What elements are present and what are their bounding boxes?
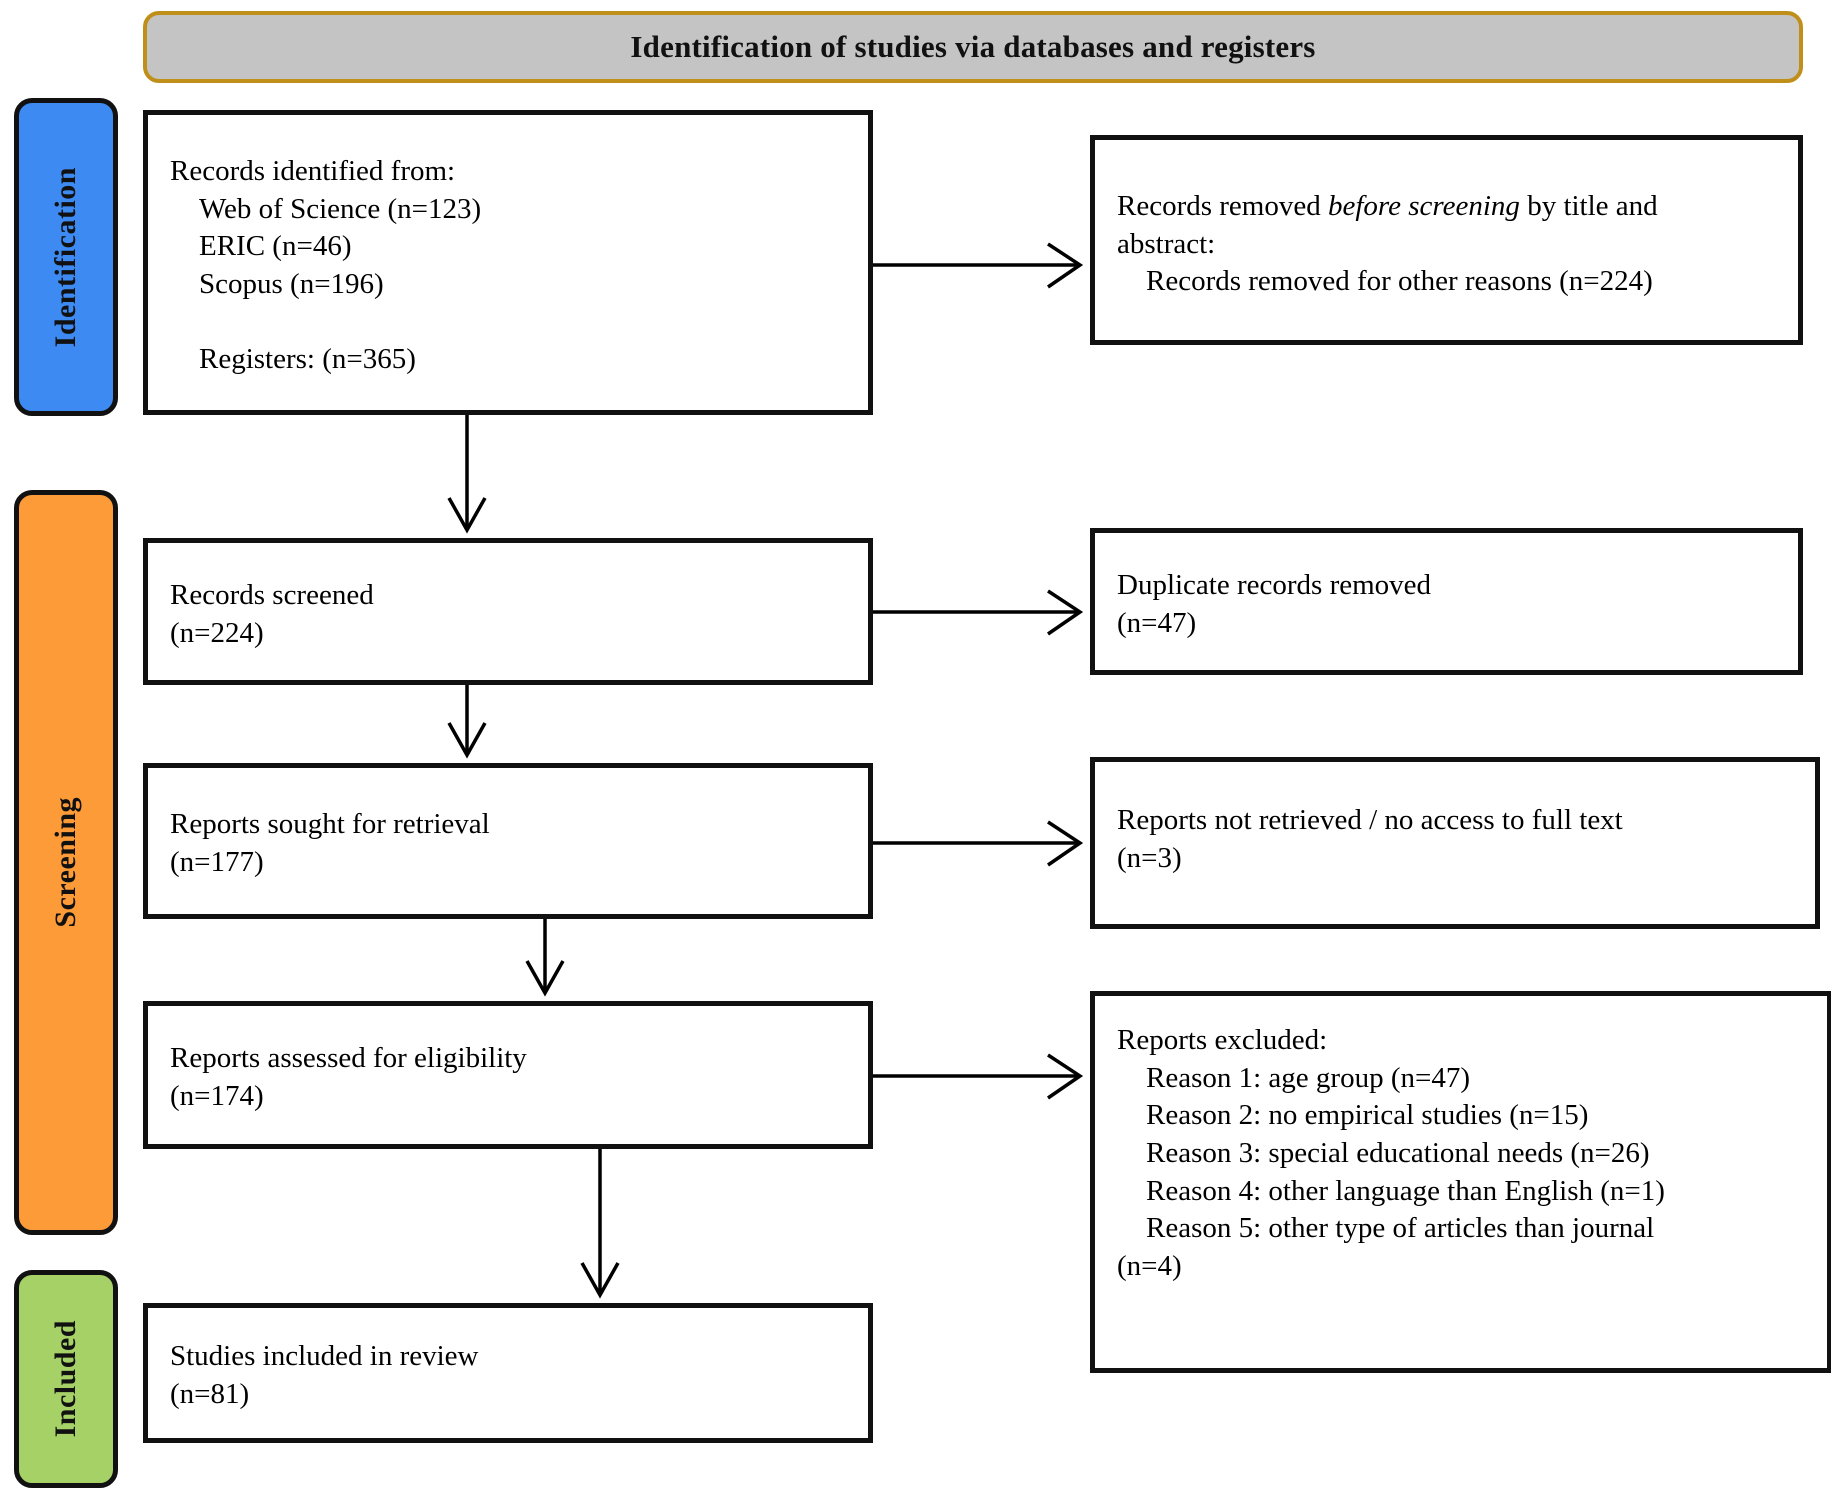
banner-title: Identification of studies via databases … <box>630 29 1316 64</box>
arrowhead-screened-to-sought <box>447 722 487 759</box>
arrowhead-identified-to-screened <box>447 497 487 534</box>
reports-not-retrieved-text: Reports not retrieved / no access to ful… <box>1117 804 1623 874</box>
reports-not-retrieved-box: Reports not retrieved / no access to ful… <box>1090 757 1820 929</box>
records-screened-box: Records screened (n=224) <box>143 538 873 685</box>
stage-identification-label: Identification <box>49 166 82 348</box>
arrowhead-assessed-to-included <box>580 1262 620 1299</box>
records-screened-text: Records screened (n=224) <box>170 579 374 649</box>
studies-included-in-review-box: Studies included in review (n=81) <box>143 1303 873 1443</box>
reports-excluded-text: Reports excluded: Reason 1: age group (n… <box>1117 1024 1665 1283</box>
reports-assessed-for-eligibility-box: Reports assessed for eligibility (n=174) <box>143 1001 873 1149</box>
reports-excluded-box: Reports excluded: Reason 1: age group (n… <box>1090 991 1831 1373</box>
records-removed-line1-italic: before screening <box>1328 190 1520 222</box>
stage-included-label: Included <box>49 1320 82 1438</box>
reports-assessed-for-eligibility-text: Reports assessed for eligibility (n=174) <box>170 1042 527 1112</box>
records-removed-rest: abstract: Records removed for other reas… <box>1117 227 1653 298</box>
records-identified-box: Records identified from: Web of Science … <box>143 110 873 415</box>
records-removed-before-screening-box: Records removed before screening by titl… <box>1090 135 1803 345</box>
arrowhead-assessed-to-excluded <box>1047 1053 1084 1100</box>
duplicate-records-removed-box: Duplicate records removed (n=47) <box>1090 528 1803 675</box>
records-identified-text: Records identified from: Web of Science … <box>170 155 482 376</box>
stage-identification: Identification <box>14 98 118 416</box>
reports-sought-for-retrieval-box: Reports sought for retrieval (n=177) <box>143 763 873 919</box>
duplicate-records-removed-text: Duplicate records removed (n=47) <box>1117 569 1432 639</box>
reports-sought-for-retrieval-text: Reports sought for retrieval (n=177) <box>170 808 490 878</box>
arrowhead-identified-to-removed <box>1047 242 1084 289</box>
arrowhead-screened-to-duplicates <box>1047 589 1084 636</box>
arrowhead-sought-to-assessed <box>525 960 565 997</box>
records-removed-text: Records removed before screening by titl… <box>1117 188 1776 301</box>
arrowhead-sought-to-notretrieved <box>1047 820 1084 867</box>
records-removed-line1-pre: Records removed <box>1117 190 1328 222</box>
stage-screening: Screening <box>14 490 118 1235</box>
diagram-banner: Identification of studies via databases … <box>143 11 1803 83</box>
stage-included: Included <box>14 1270 118 1488</box>
stage-screening-label: Screening <box>49 797 82 928</box>
records-removed-line1-post: by title and <box>1519 190 1658 222</box>
studies-included-in-review-text: Studies included in review (n=81) <box>170 1340 479 1410</box>
